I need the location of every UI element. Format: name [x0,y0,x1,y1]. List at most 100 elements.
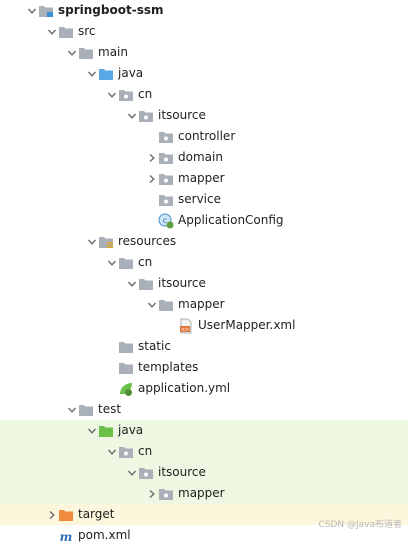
tree-item-label: itsource [158,276,206,290]
chevron-down-icon[interactable] [65,42,79,63]
chevron-down-icon[interactable] [85,63,99,84]
spring-yml-icon [118,378,134,399]
tree-item-label: itsource [158,465,206,479]
tree-row-java[interactable]: java [0,420,408,441]
package-icon [118,84,134,105]
tree-row-service[interactable]: service [0,189,408,210]
tree-row-static[interactable]: static [0,336,408,357]
tree-row-target[interactable]: target [0,504,408,525]
package-icon [158,483,174,504]
tree-row-templates[interactable]: templates [0,357,408,378]
test-root-folder-icon [98,420,114,441]
tree-item-label: templates [138,360,199,374]
tree-row-main[interactable]: main [0,42,408,63]
svg-text:c: c [163,216,167,225]
tree-item-label: resources [118,234,177,248]
tree-row-domain[interactable]: domain [0,147,408,168]
tree-item-label: main [98,45,128,59]
tree-item-label: test [98,402,122,416]
watermark: CSDN @Java布道者 [318,520,402,530]
chevron-down-icon[interactable] [125,273,139,294]
chevron-right-icon[interactable] [145,168,159,189]
tree-row-mapper[interactable]: mapper [0,483,408,504]
chevron-down-icon[interactable] [105,441,119,462]
tree-row-cn[interactable]: cn [0,84,408,105]
tree-row-usermapper-xml[interactable]: <> UserMapper.xml [0,315,408,336]
tree-item-label: springboot-ssm [58,3,164,17]
chevron-down-icon[interactable] [145,294,159,315]
tree-row-controller[interactable]: controller [0,126,408,147]
tree-item-label: pom.xml [78,528,131,542]
tree-item-label: static [138,339,171,353]
tree-item-label: domain [178,150,223,164]
tree-item-label: cn [138,255,153,269]
tree-row-cn[interactable]: cn [0,441,408,462]
spring-class-icon: c [158,210,174,231]
chevron-right-icon[interactable] [45,504,59,525]
folder-icon [158,294,174,315]
folder-icon [78,399,94,420]
tree-row-cn[interactable]: cn [0,252,408,273]
tree-row-itsource[interactable]: itsource [0,105,408,126]
chevron-down-icon[interactable] [45,21,59,42]
tree-row-springboot-ssm[interactable]: springboot-ssm [0,0,408,21]
tree-item-label: target [78,507,115,521]
package-icon [138,105,154,126]
tree-row-resources[interactable]: resources [0,231,408,252]
folder-icon [138,273,154,294]
chevron-down-icon[interactable] [25,0,39,21]
tree-row-src[interactable]: src [0,21,408,42]
chevron-down-icon[interactable] [85,231,99,252]
tree-item-label: cn [138,444,153,458]
tree-row-mapper[interactable]: mapper [0,294,408,315]
tree-row-applicationconfig[interactable]: c ApplicationConfig [0,210,408,231]
chevron-right-icon[interactable] [145,483,159,504]
folder-icon [118,252,134,273]
svg-text:m: m [60,530,73,544]
svg-text:<>: <> [181,327,189,333]
tree-item-label: mapper [178,171,225,185]
chevron-down-icon[interactable] [105,252,119,273]
tree-row-itsource[interactable]: itsource [0,273,408,294]
tree-row-mapper[interactable]: mapper [0,168,408,189]
source-root-folder-icon [98,63,114,84]
tree-row-test[interactable]: test [0,399,408,420]
tree-item-label: itsource [158,108,206,122]
tree-item-label: controller [178,129,236,143]
chevron-down-icon[interactable] [125,462,139,483]
tree-item-label: mapper [178,486,225,500]
folder-icon [118,336,134,357]
tree-row-java[interactable]: java [0,63,408,84]
package-icon [118,441,134,462]
package-icon [158,147,174,168]
package-icon [158,126,174,147]
module-folder-icon [38,0,54,21]
excluded-folder-icon [58,504,74,525]
folder-icon [58,21,74,42]
chevron-right-icon[interactable] [145,147,159,168]
package-icon [138,462,154,483]
tree-item-label: service [178,192,221,206]
tree-item-label: java [118,423,144,437]
chevron-down-icon[interactable] [125,105,139,126]
folder-icon [118,357,134,378]
chevron-down-icon[interactable] [65,399,79,420]
tree-row-application-yml[interactable]: application.yml [0,378,408,399]
chevron-down-icon[interactable] [105,84,119,105]
package-icon [158,189,174,210]
tree-item-label: application.yml [138,381,231,395]
tree-item-label: java [118,66,144,80]
resources-folder-icon [98,231,114,252]
xml-file-icon: <> [178,315,194,336]
folder-icon [78,42,94,63]
tree-row-itsource[interactable]: itsource [0,462,408,483]
maven-file-icon: m [58,525,74,546]
tree-item-label: mapper [178,297,225,311]
package-icon [158,168,174,189]
tree-item-label: cn [138,87,153,101]
chevron-down-icon[interactable] [85,420,99,441]
tree-item-label: ApplicationConfig [178,213,284,227]
tree-item-label: src [78,24,96,38]
tree-item-label: UserMapper.xml [198,318,296,332]
